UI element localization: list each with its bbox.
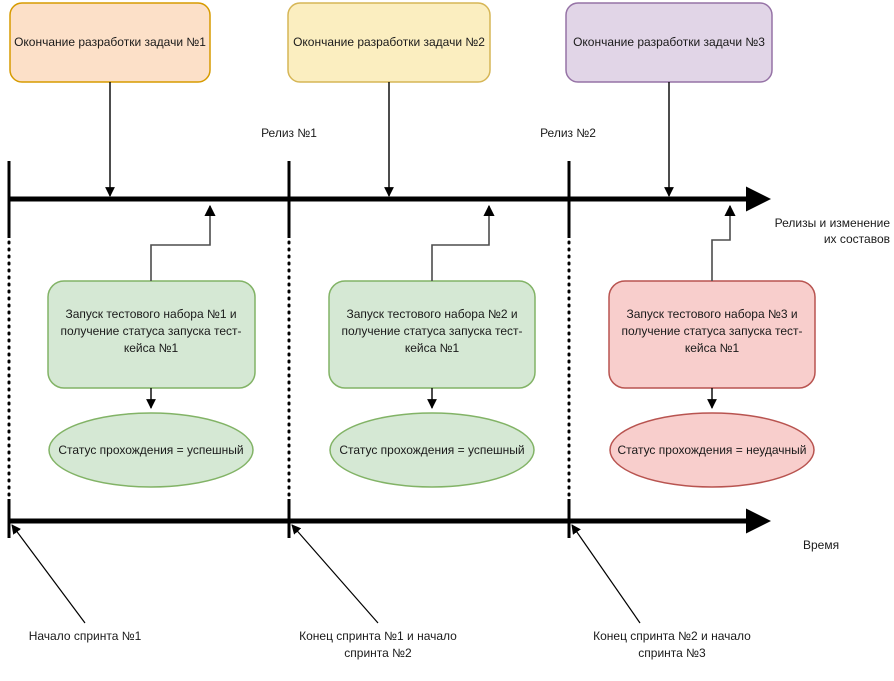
caption-sprint-end-1-line1: Конец спринта №1 и начало <box>299 629 457 643</box>
time-axis-label: Время <box>803 538 839 552</box>
test-run-3-box[interactable]: Запуск тестового набора №3 и получение с… <box>608 280 816 389</box>
test-run-3-label-line1: Запуск тестового набора №3 и <box>626 307 797 321</box>
test-run-1-label-line3: кейса №1 <box>124 341 179 355</box>
test-run-1-status-label: Статус прохождения = успешный <box>58 443 243 457</box>
test-run-2-label-line1: Запуск тестового набора №2 и <box>346 307 517 321</box>
test-run-1-label-line2: получение статуса запуска тест- <box>60 324 241 338</box>
top-box-task-1[interactable]: Окончание разработки задачи №1 <box>9 2 211 83</box>
test-run-1-status-ellipse[interactable]: Статус прохождения = успешный <box>48 412 254 488</box>
test-run-1-label-line1: Запуск тестового набора №1 и <box>65 307 236 321</box>
test-run-2-label-line2: получение статуса запуска тест- <box>341 324 522 338</box>
test-run-3-status-shape <box>609 412 815 488</box>
leader-sprint-end-2 <box>571 524 641 624</box>
task-2-label: Окончание разработки задачи №2 <box>293 35 485 49</box>
elbow-test-run-3-to-release-axis <box>711 204 736 281</box>
test-run-1-status-shape <box>48 412 254 488</box>
test-run-1-box[interactable]: Запуск тестового набора №1 и получение с… <box>47 280 256 389</box>
caption-sprint-end-1-line2: спринта №2 <box>344 646 412 660</box>
task-3-label: Окончание разработки задачи №3 <box>573 35 765 49</box>
test-run-3-status-ellipse[interactable]: Статус прохождения = неудачный <box>609 412 815 488</box>
test-run-3-status-label: Статус прохождения = неудачный <box>618 443 807 457</box>
release-1-tick-label: Релиз №1 <box>261 126 317 140</box>
release-axis-label-line2: их составов <box>824 232 890 246</box>
leader-sprint-end-1 <box>291 524 379 624</box>
task-1-label: Окончание разработки задачи №1 <box>14 35 206 49</box>
test-run-2-status-label: Статус прохождения = успешный <box>339 443 524 457</box>
top-box-task-3[interactable]: Окончание разработки задачи №3 <box>565 2 773 83</box>
test-run-2-box[interactable]: Запуск тестового набора №2 и получение с… <box>328 280 536 389</box>
test-run-3-label-line3: кейса №1 <box>685 341 740 355</box>
elbow-test-run-1-to-release-axis <box>150 204 216 281</box>
caption-sprint-end-2-line2: спринта №3 <box>638 646 706 660</box>
top-box-task-2[interactable]: Окончание разработки задачи №2 <box>287 2 491 83</box>
test-run-2-status-ellipse[interactable]: Статус прохождения = успешный <box>329 412 535 488</box>
release-2-tick-label: Релиз №2 <box>540 126 596 140</box>
caption-sprint-start-1-line1: Начало спринта №1 <box>29 629 142 643</box>
test-run-2-status-shape <box>329 412 535 488</box>
release-axis-label-line1: Релизы и изменение <box>775 216 891 230</box>
test-run-3-label-line2: получение статуса запуска тест- <box>621 324 802 338</box>
elbow-test-run-2-to-release-axis <box>431 204 495 281</box>
test-run-2-label-line3: кейса №1 <box>405 341 460 355</box>
leader-sprint-start-1 <box>11 524 86 624</box>
caption-sprint-end-2-line1: Конец спринта №2 и начало <box>593 629 751 643</box>
